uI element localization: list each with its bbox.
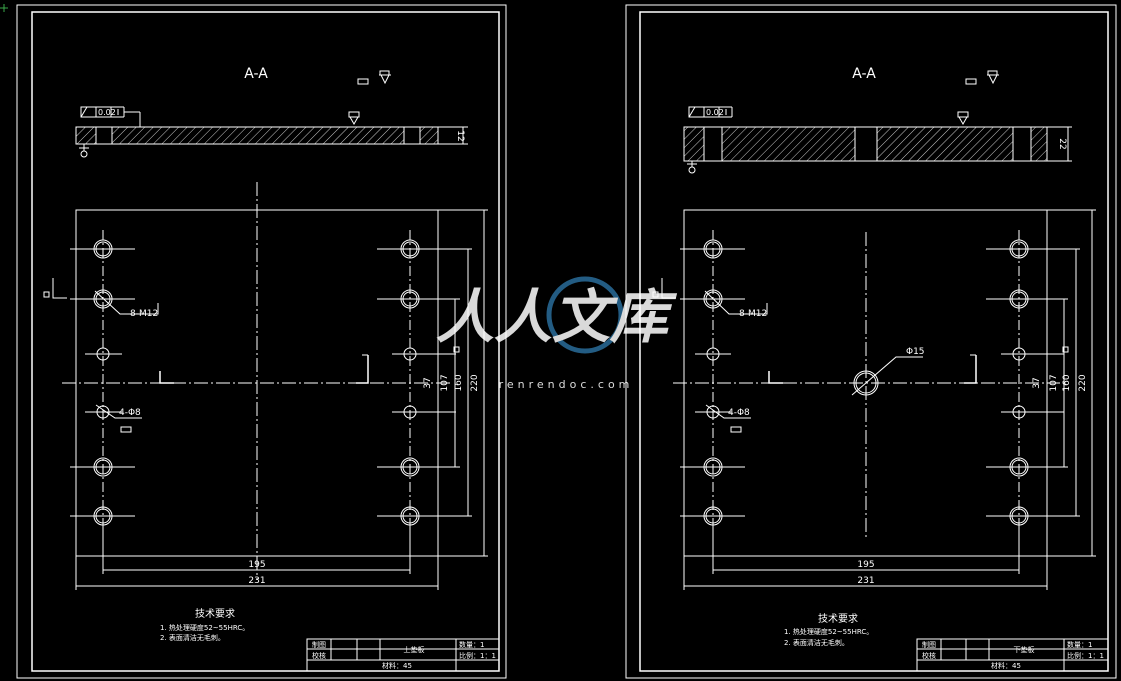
holes-left-column	[70, 230, 135, 540]
dim-37: 37	[423, 377, 433, 388]
tb-material: 材料：45	[991, 661, 1021, 670]
watermark-sub: renrendoc.com	[499, 378, 634, 391]
thickness-dim: 22	[1057, 138, 1067, 149]
dim-231: 231	[248, 576, 265, 586]
dim-160: 160	[454, 374, 464, 391]
dim-195: 195	[248, 560, 265, 570]
hole-callout: 4-Φ8	[728, 408, 750, 418]
center-hole-callout: Φ15	[906, 347, 925, 357]
dim-195: 195	[857, 560, 874, 570]
tb-checked: 校核	[922, 651, 936, 660]
tb-drawn: 制图	[312, 640, 326, 649]
section-view: 0.02 12	[75, 106, 468, 158]
tb-checked: 校核	[312, 651, 326, 660]
tech-note-2: 2. 表面清洁无毛刺。	[784, 638, 849, 647]
center-hole: Φ15	[851, 347, 925, 396]
hole-callout: 4-Φ8	[119, 408, 141, 418]
sheet-outer-border	[16, 4, 507, 679]
tech-note-1: 1. 热处理硬度52~55HRC。	[784, 627, 873, 636]
dim-107: 107	[1049, 374, 1059, 391]
dim-220: 220	[470, 374, 480, 391]
dim-160: 160	[1062, 374, 1072, 391]
holes-left-column	[680, 230, 745, 540]
tb-scale: 比例：1：1	[459, 651, 496, 660]
roughness-symbol	[965, 70, 999, 85]
sheet-right: A-A 0.02	[625, 4, 1117, 679]
watermark-text: 人人文库	[436, 283, 678, 351]
sheet-inner-frame	[31, 11, 500, 672]
tb-part-name: 上垫板	[404, 645, 425, 654]
plan-view: Φ15	[652, 209, 1096, 590]
plan-view: 8-M12 4-Φ8 195 231 37 107 160	[43, 182, 488, 590]
sheet-left: A-A 0.02	[16, 4, 507, 679]
roughness-symbol	[357, 70, 391, 85]
tb-material: 材料：45	[382, 661, 412, 670]
dim-107: 107	[440, 374, 450, 391]
tb-qty: 数量：1	[1067, 640, 1092, 649]
tech-requirements-title: 技术要求	[818, 612, 858, 625]
tb-scale: 比例：1：1	[1067, 651, 1104, 660]
sheet-outer-border	[625, 4, 1117, 679]
sheet-inner-frame	[639, 11, 1109, 672]
dim-37: 37	[1032, 377, 1042, 388]
section-view: 0.02 22	[683, 106, 1072, 174]
dim-220: 220	[1078, 374, 1088, 391]
tb-part-name: 下垫板	[1014, 645, 1035, 654]
flatness-tolerance: 0.02	[706, 108, 724, 117]
tech-note-2: 2. 表面清洁无毛刺。	[160, 633, 225, 642]
title-block: 制图 校核 上垫板 数量：1 比例：1：1 材料：45	[306, 638, 500, 672]
flatness-tolerance: 0.02	[98, 108, 116, 117]
thread-callout: 8-M12	[739, 309, 767, 319]
thread-callout: 8-M12	[130, 309, 158, 319]
tech-note-1: 1. 热处理硬度52~55HRC。	[160, 623, 249, 632]
watermark-logo-icon	[546, 276, 624, 354]
corner-marker	[0, 4, 8, 12]
tb-drawn: 制图	[922, 640, 936, 649]
watermark: 人人文库 renrendoc.com	[436, 276, 678, 391]
tech-requirements-title: 技术要求	[195, 607, 235, 620]
section-label: A-A	[852, 66, 876, 82]
tb-qty: 数量：1	[459, 640, 484, 649]
title-block: 制图 校核 下垫板 数量：1 比例：1：1 材料：45	[916, 638, 1109, 672]
thickness-dim: 12	[455, 130, 465, 141]
dim-231: 231	[857, 576, 874, 586]
section-label: A-A	[244, 66, 268, 82]
